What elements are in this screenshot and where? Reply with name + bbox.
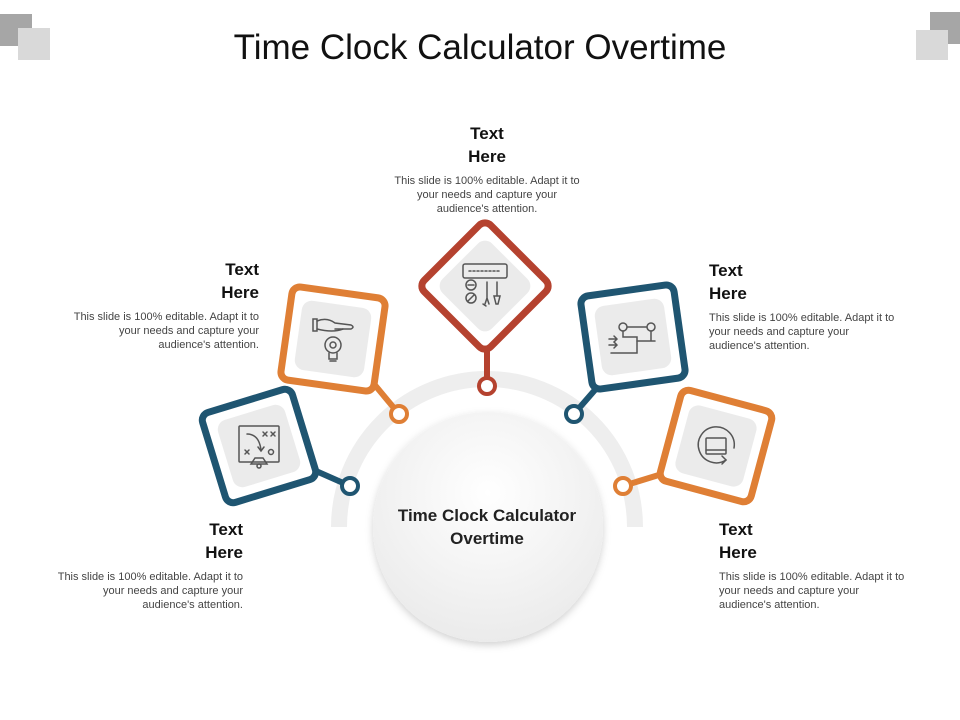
text-block-3: Text Here This slide is 100% editable. A… [390, 122, 584, 216]
text-block-5: Text Here This slide is 100% editable. A… [719, 518, 909, 612]
icon-box-4 [577, 281, 689, 393]
text-block-1: Text Here This slide is 100% editable. A… [50, 518, 243, 612]
text-block-heading: Text Here [468, 124, 506, 166]
text-block-body: This slide is 100% editable. Adapt it to… [394, 175, 580, 215]
process-flow-icon [608, 322, 656, 354]
text-block-heading: Text Here [221, 260, 259, 302]
text-block-body: This slide is 100% editable. Adapt it to… [73, 311, 259, 351]
text-block-body: This slide is 100% editable. Adapt it to… [719, 571, 905, 611]
screen-refresh-icon [697, 426, 736, 465]
tactics-board-icon [238, 425, 280, 469]
hand-lightbulb-icon [312, 318, 354, 362]
connector-dot [340, 476, 360, 496]
connector-dot [477, 376, 497, 396]
connector-dot [389, 404, 409, 424]
connector-dot [613, 476, 633, 496]
text-block-heading: Text Here [205, 520, 243, 562]
text-block-heading: Text Here [719, 520, 757, 562]
center-label: Time Clock Calculator Overtime [397, 506, 577, 548]
icon-box-1 [198, 385, 320, 507]
icon-box-2 [277, 283, 389, 395]
control-panel-icon [462, 263, 508, 307]
corner-decoration-right [916, 30, 948, 60]
connector-dot [564, 404, 584, 424]
icon-box-5 [656, 386, 776, 506]
text-block-body: This slide is 100% editable. Adapt it to… [709, 312, 895, 352]
text-block-heading: Text Here [709, 261, 747, 303]
text-block-4: Text Here This slide is 100% editable. A… [709, 259, 899, 353]
slide-title: Time Clock Calculator Overtime [233, 28, 727, 67]
center-circle [373, 412, 603, 642]
icon-box-3 [418, 219, 552, 353]
text-block-2: Text Here This slide is 100% editable. A… [68, 258, 259, 352]
text-block-body: This slide is 100% editable. Adapt it to… [57, 571, 243, 611]
corner-decoration-left [18, 28, 50, 60]
